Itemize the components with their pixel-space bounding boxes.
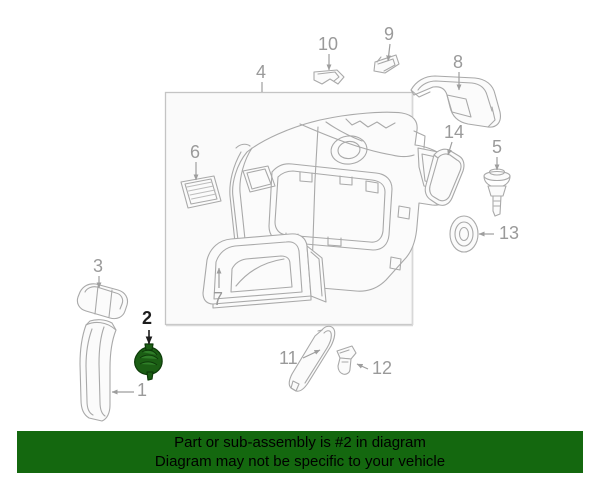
callout-label-9[interactable]: 9 [384, 24, 395, 44]
callout-leader-lines [96, 43, 500, 395]
callout-label-7[interactable]: 7 [213, 289, 224, 309]
part-8-upper-rail-trim [410, 75, 501, 128]
callout-label-14[interactable]: 14 [444, 122, 465, 142]
leader-12 [356, 363, 369, 370]
part-7-storage-bin [202, 233, 327, 309]
part-6-vent-grille [180, 175, 222, 209]
diagram-notice-banner: Part or sub-assembly is #2 in diagram Di… [17, 431, 583, 473]
parts-diagram-stage: .ln { fill:none; stroke:#a9a9a9; stroke-… [76, 24, 520, 422]
leader-14 [447, 141, 453, 156]
part-1-pillar-molding [79, 319, 117, 422]
part-5-push-pin-fastener [483, 168, 511, 217]
callout-label-1[interactable]: 1 [137, 380, 148, 400]
leader-11 [302, 349, 321, 359]
notice-line-disclaimer: Diagram may not be specific to your vehi… [154, 453, 446, 470]
callout-label-3[interactable]: 3 [93, 256, 104, 276]
callout-label-2[interactable]: 2 [142, 308, 153, 328]
part-13-grommet-plug [449, 215, 479, 253]
part-9-small-trim-bracket [373, 54, 400, 74]
callout-label-12[interactable]: 12 [372, 358, 393, 378]
callout-label-13[interactable]: 13 [499, 223, 520, 243]
part-2-retainer-clip-highlighted [134, 343, 163, 381]
part-3-upper-pillar-cap [76, 283, 129, 320]
callout-label-4[interactable]: 4 [256, 62, 267, 82]
notice-line-part-number: Part or sub-assembly is #2 in diagram [174, 434, 426, 451]
parts-diagram-illustration: .ln { fill:none; stroke:#a9a9a9; stroke-… [76, 43, 511, 422]
callout-label-6[interactable]: 6 [190, 142, 201, 162]
callout-label-10[interactable]: 10 [318, 34, 339, 54]
callout-label-11[interactable]: 11 [279, 348, 298, 368]
part-14-access-cover-panel [424, 148, 465, 206]
part-12-mounting-clip [336, 345, 357, 375]
part-11-lower-pillar-molding [288, 325, 336, 392]
part-10-trim-clip-cover [313, 69, 345, 85]
callout-label-5[interactable]: 5 [492, 137, 503, 157]
leader-9 [386, 43, 392, 62]
callout-label-8[interactable]: 8 [453, 52, 464, 72]
